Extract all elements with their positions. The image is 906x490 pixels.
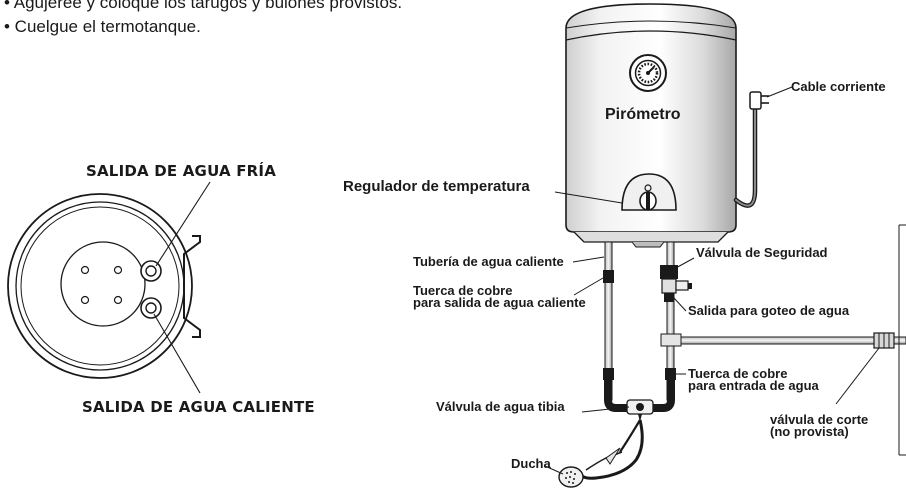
valvula-tibia-label: Válvula de agua tibia [436, 399, 565, 414]
shower-head-icon [558, 466, 584, 488]
cold-water-outlet-heading: SALIDA DE AGUA FRÍA [86, 162, 277, 180]
tuerca-salida-label-2: para salida de agua caliente [413, 295, 586, 310]
shutoff-valve-icon [873, 332, 895, 349]
hot-water-copper-nut-icon [603, 270, 614, 283]
instruction-line-2: • Cuelgue el termotanque. [4, 17, 201, 36]
warm-water-valve-icon [626, 399, 654, 422]
inlet-copper-nut-icon [665, 368, 676, 380]
tuerca-entrada-label-2: para entrada de agua [688, 378, 819, 393]
temperature-regulator-knob-icon [621, 173, 677, 211]
water-heater-tank [565, 3, 737, 248]
hot-water-outlet-heading: SALIDA DE AGUA CALIENTE [82, 398, 315, 416]
power-cable [733, 91, 769, 208]
instruction-line-1: • Agujeree y coloque los tarugos y bulon… [4, 0, 403, 12]
cable-label: Cable corriente [791, 79, 886, 94]
shower-hose [581, 419, 644, 480]
ducha-label: Ducha [511, 456, 551, 471]
regulador-label: Regulador de temperatura [343, 178, 530, 195]
tuerca-salida-label-1: Tuerca de cobre [413, 283, 513, 298]
cold-water-outlet-icon [140, 260, 162, 282]
pirometro-gauge-icon [629, 54, 667, 92]
plug-icon [749, 91, 762, 110]
safety-valve-icon [660, 265, 692, 302]
pirometro-label: Pirómetro [605, 106, 681, 123]
valvula-seguridad-label: Válvula de Seguridad [696, 245, 828, 260]
hot-water-outlet-icon [140, 297, 162, 319]
valvula-corte-label-2: (no provista) [770, 424, 849, 439]
goteo-label: Salida para goteo de agua [688, 303, 850, 318]
tuberia-label: Tubería de agua caliente [413, 254, 564, 269]
valvula-corte-label-1: válvula de corte [770, 412, 869, 427]
hot-water-pipe [603, 241, 614, 401]
tuerca-entrada-label-1: Tuerca de cobre [688, 366, 788, 381]
